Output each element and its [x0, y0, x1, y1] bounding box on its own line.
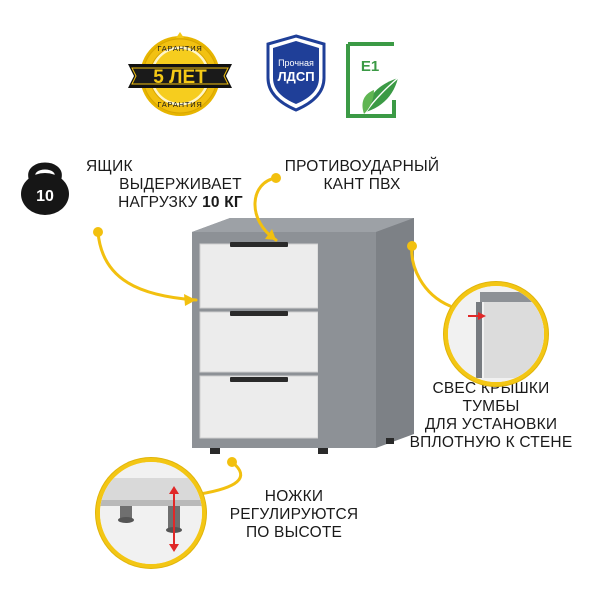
kettlebell-number: 10 — [36, 188, 54, 205]
cabinet-illustration — [180, 214, 416, 470]
warranty-bottom-arc-text: ГАРАНТИЯ — [157, 100, 202, 109]
overhang-callout-text: СВЕС КРЫШКИ ТУМБЫ ДЛЯ УСТАНОВКИ ВПЛОТНУЮ… — [392, 380, 590, 452]
feet-zoom-circle — [96, 458, 206, 568]
edge-line-2: КАНТ ПВХ — [323, 176, 401, 193]
leaf-icon — [366, 78, 398, 112]
ldsp-line1: Прочная — [278, 58, 314, 68]
weight-line-3-bold: 10 КГ — [202, 194, 243, 211]
weight-line-2: ВЫДЕРЖИВАЕТ — [119, 176, 242, 193]
warranty-badge: 5 ЛЕТ ГАРАНТИЯ ГАРАНТИЯ — [124, 28, 236, 124]
overhang-line-1: СВЕС КРЫШКИ — [432, 380, 550, 397]
overhang-line-2: ТУМБЫ — [462, 398, 520, 415]
weight-arrow — [96, 230, 198, 302]
feet-arrow-dot — [227, 457, 237, 467]
weight-line-3: НАГРУЗКУ 10 КГ — [0, 194, 275, 212]
edge-arrow-dot — [271, 173, 281, 183]
eco-e1-badge: E1 — [344, 40, 408, 120]
overhang-zoom-circle — [444, 282, 548, 386]
edge-callout-text: ПРОТИВОУДАРНЫЙ КАНТ ПВХ — [262, 158, 462, 194]
edge-line-1: ПРОТИВОУДАРНЫЙ — [284, 158, 440, 175]
feet-callout-text: НОЖКИ РЕГУЛИРУЮТСЯ ПО ВЫСОТЕ — [218, 488, 370, 542]
ldsp-line2: ЛДСП — [277, 69, 314, 84]
kettlebell-icon: 10 — [18, 156, 72, 216]
overhang-line-3: ДЛЯ УСТАНОВКИ — [424, 416, 558, 433]
eco-e1-graphic: E1 — [346, 42, 399, 118]
feet-line-2: РЕГУЛИРУЮТСЯ — [229, 506, 359, 523]
overhang-arrow-dot — [407, 241, 417, 251]
weight-callout-text: ЯЩИК ВЫДЕРЖИВАЕТ НАГРУЗКУ 10 КГ — [0, 158, 275, 212]
eco-label: E1 — [361, 58, 379, 75]
edge-arrow — [253, 176, 278, 242]
ldsp-badge-graphic: Прочная ЛДСП — [266, 34, 326, 112]
weight-arrow-dot — [93, 227, 103, 237]
feet-line-1: НОЖКИ — [264, 488, 324, 505]
weight-line-1: ЯЩИК — [86, 158, 133, 175]
warranty-main-text: 5 ЛЕТ — [153, 67, 207, 88]
ldsp-badge: Прочная ЛДСП — [264, 34, 328, 112]
feet-line-3: ПО ВЫСОТЕ — [245, 524, 343, 541]
warranty-badge-graphic: 5 ЛЕТ ГАРАНТИЯ ГАРАНТИЯ — [128, 32, 232, 116]
overhang-arrow — [410, 244, 452, 308]
feet-arrow — [198, 460, 243, 496]
overhang-line-4: ВПЛОТНУЮ К СТЕНЕ — [409, 434, 573, 451]
warranty-top-arc-text: ГАРАНТИЯ — [157, 44, 202, 53]
weight-line-3-prefix: НАГРУЗКУ — [118, 194, 198, 211]
